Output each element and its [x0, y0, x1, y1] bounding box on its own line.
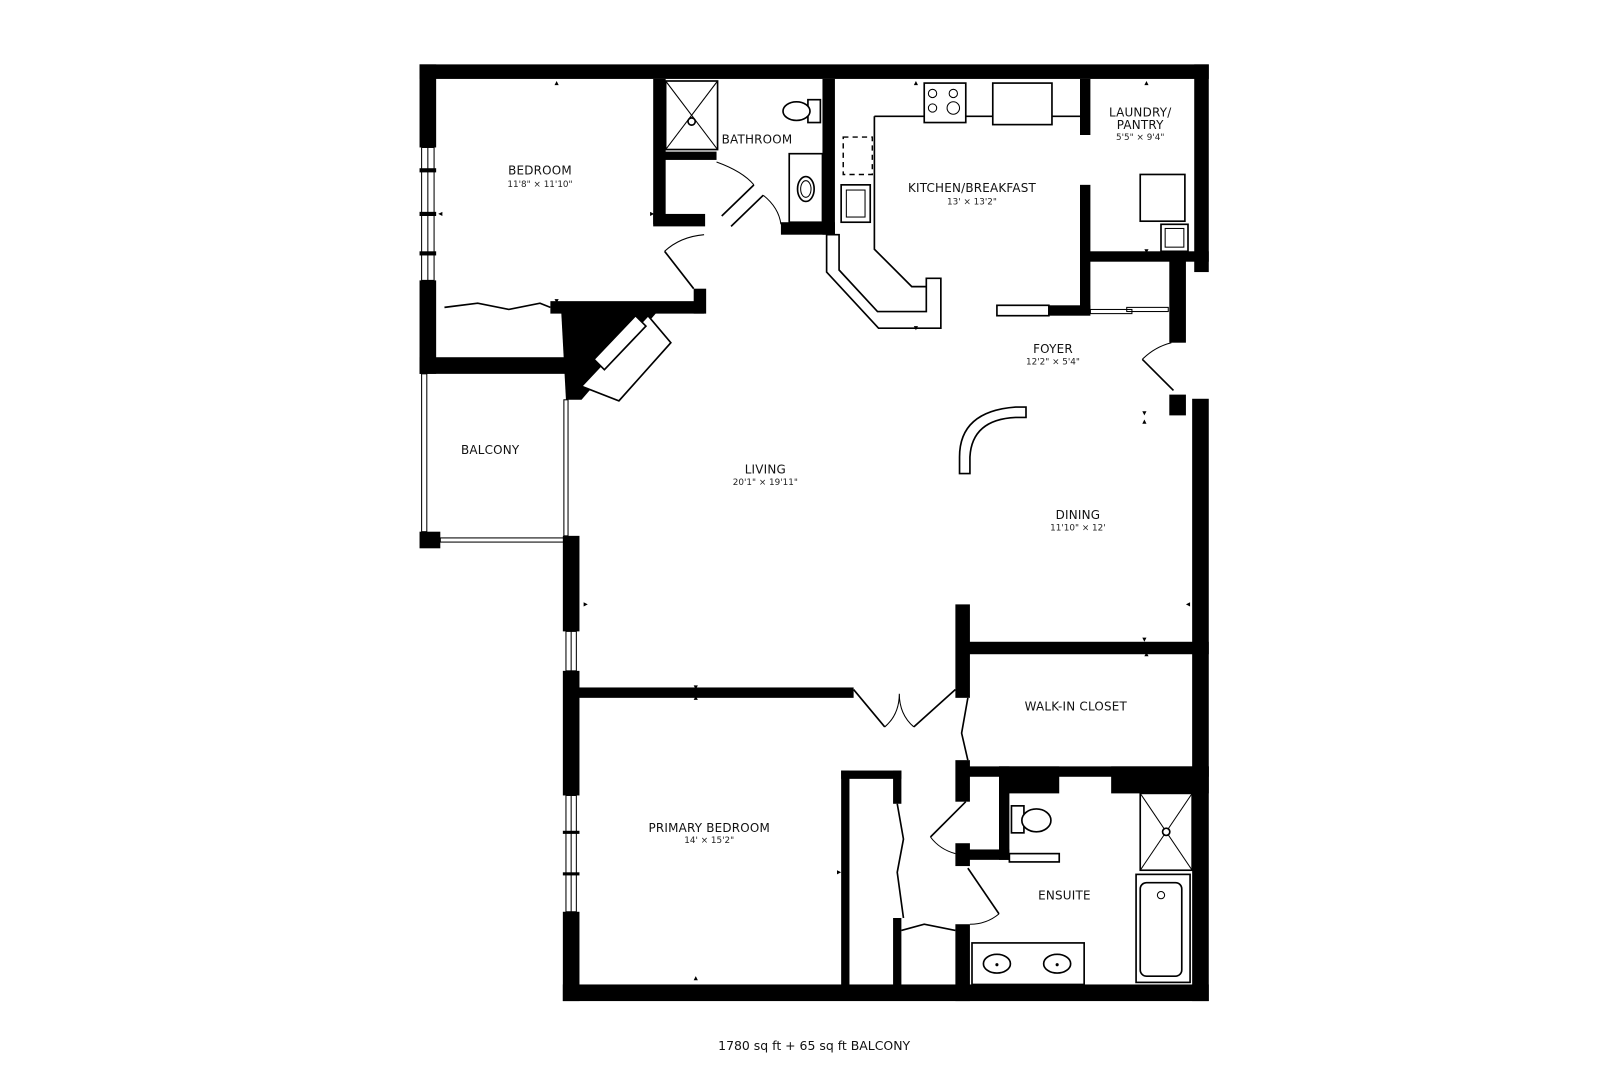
area-caption: 1780 sq ft + 65 sq ft BALCONY [718, 1038, 910, 1053]
room-label-kitchen: KITCHEN/BREAKFAST [908, 181, 1037, 195]
room-label-dining: DINING [1056, 508, 1101, 522]
room-labels: BEDROOM 11'8" × 11'10" BATHROOM KITCHEN/… [461, 105, 1172, 902]
room-label-walkin: WALK-IN CLOSET [1025, 699, 1128, 713]
room-label-foyer: FOYER [1033, 342, 1073, 356]
room-dim-laundry: 5'5" × 9'4" [1116, 133, 1164, 143]
fixtures [580, 80, 1193, 986]
room-label-balcony: BALCONY [461, 443, 520, 457]
room-label-living: LIVING [745, 463, 786, 477]
room-dim-primary: 14' × 15'2" [684, 836, 734, 846]
room-label-laundry-1: LAUNDRY/ [1109, 105, 1172, 119]
room-dim-foyer: 12'2" × 5'4" [1026, 358, 1080, 368]
room-label-laundry-2: PANTRY [1117, 118, 1164, 132]
room-label-bathroom: BATHROOM [722, 132, 793, 146]
windows [419, 146, 580, 913]
doors [444, 161, 1175, 932]
room-label-ensuite: ENSUITE [1038, 888, 1091, 902]
room-dim-bedroom: 11'8" × 11'10" [507, 180, 572, 190]
room-dim-living: 20'1" × 19'11" [733, 478, 798, 488]
room-label-primary: PRIMARY BEDROOM [649, 821, 771, 835]
room-dim-dining: 11'10" × 12' [1050, 524, 1106, 534]
room-dim-kitchen: 13' × 13'2" [947, 198, 997, 208]
room-label-bedroom: BEDROOM [508, 163, 572, 177]
dimension-markers [438, 81, 1191, 981]
